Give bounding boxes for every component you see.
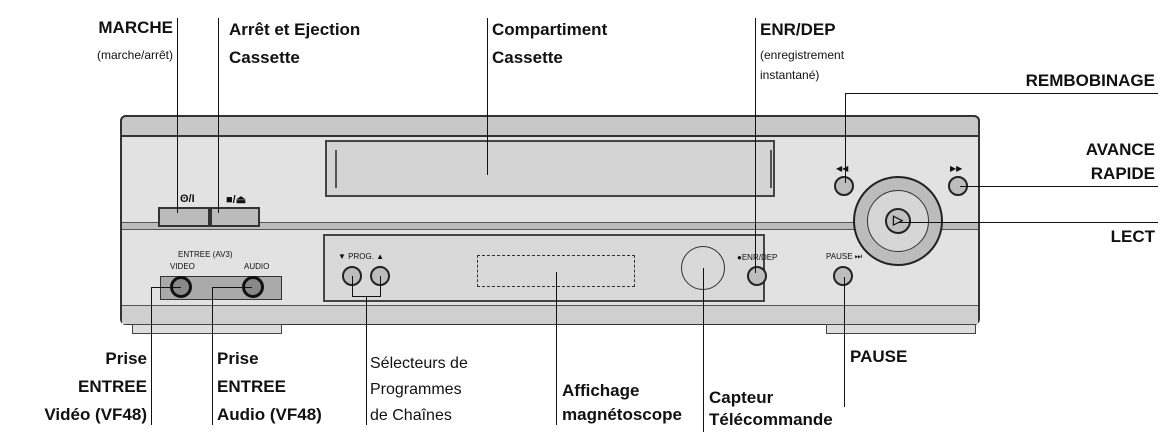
vcr-foot-left [132,324,282,334]
label-video-1: Prise [105,349,147,368]
leader-video-h [151,287,181,288]
stop-eject-button[interactable] [210,207,260,227]
label-capteur-2: Télécommande [709,410,833,429]
leader-arret [218,18,219,213]
cassette-door-left-edge [335,150,345,188]
label-video-3: Vidéo (VF48) [44,405,147,424]
label-selecteurs-1: Sélecteurs de [370,355,468,372]
label-audio-3: Audio (VF48) [217,405,322,424]
label-arret-2: Cassette [229,48,300,67]
label-compartiment-2: Cassette [492,48,563,67]
vcr-bottom-strip [122,305,978,324]
leader-prog-v [366,296,367,425]
label-selecteurs-2: Programmes [370,381,462,398]
label-marche: MARCHE [98,18,173,37]
pause-button[interactable] [833,266,853,286]
leader-rembobinage-h [845,93,1158,94]
leader-audio-h [212,287,252,288]
leader-lect [898,222,1158,223]
label-avance-2: RAPIDE [1090,164,1155,183]
label-rembobinage: REMBOBINAGE [1025,71,1155,90]
label-enr-sub2: instantané) [760,68,820,82]
play-button[interactable] [885,208,911,234]
leader-rembobinage-v [845,93,846,183]
stop-eject-symbol: ■/⏏ [226,194,247,206]
leader-prog-a [352,276,353,296]
label-lect: LECT [1110,227,1155,246]
vcr-divider [122,222,978,230]
label-arret-1: Arrêt et Ejection [229,20,361,39]
label-audio-2: ENTREE [217,377,286,396]
power-button[interactable] [158,207,210,227]
rew-symbol: ◀◀ [836,164,849,173]
label-selecteurs-3: de Chaînes [370,407,452,424]
label-enr-sub1: (enregistrement [760,48,845,62]
vcr-foot-right [826,324,976,334]
label-affichage-1: Affichage [562,381,640,400]
label-audio-1: Prise [217,349,259,368]
label-video-2: ENTREE [78,377,147,396]
leader-affichage [556,272,557,425]
play-icon: ▷ [893,212,903,227]
leader-avance [960,186,1158,187]
leader-enr [755,18,756,273]
leader-pause [844,277,845,407]
cassette-door-right-edge [762,150,772,188]
entree-av3-label: ENTREE (AV3) [178,250,233,259]
label-compartiment-1: Compartiment [492,20,608,39]
power-symbol: ʘ/I [180,193,195,205]
label-enr: ENR/DEP [760,20,836,39]
audio-input-label: AUDIO [244,262,270,271]
label-avance-1: AVANCE [1085,140,1155,159]
leader-marche [177,18,178,213]
label-pause: PAUSE [850,347,908,366]
pause-label: PAUSE ⏭ [826,252,862,261]
leader-compartiment [487,18,488,175]
prog-label: ▼ PROG. ▲ [338,252,385,261]
label-affichage-2: magnétoscope [562,405,682,424]
rec-label: ●ENR/DEP [737,253,778,262]
leader-prog-b [380,276,381,296]
rec-button[interactable] [747,266,767,286]
label-capteur-1: Capteur [709,388,774,407]
rewind-button[interactable] [834,176,854,196]
label-marche-sub: (marche/arrêt) [96,48,173,62]
leader-audio-v [212,287,213,425]
ff-symbol: ▶▶ [950,164,963,173]
leader-video-v [151,287,152,425]
vcr-top-strip [120,115,980,137]
video-input-label: VIDEO [170,262,195,271]
leader-capteur [703,268,704,432]
cassette-compartment[interactable] [325,140,775,197]
